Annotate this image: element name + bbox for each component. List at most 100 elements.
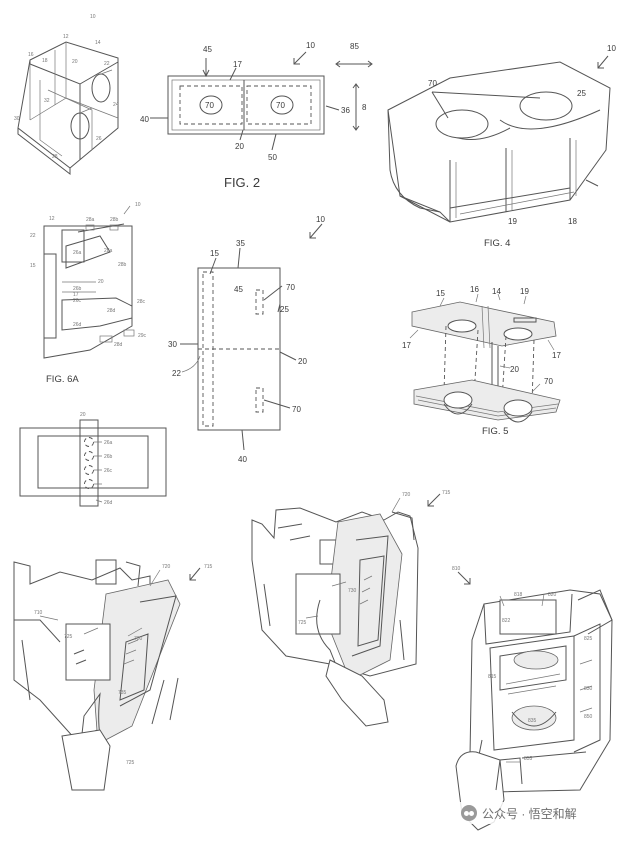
- fig6b-front-panel: 20 26a 26b 26c 26d: [19, 412, 167, 507]
- fig6a-ref-26c: 26c: [73, 298, 82, 304]
- fig4-caption: FIG. 4: [484, 238, 510, 249]
- fig6b-ref-26c: 26c: [104, 468, 113, 474]
- fig2-ref-40: 40: [140, 115, 149, 124]
- fig2-ref-70b: 70: [276, 101, 285, 110]
- fig6a-ref-28b: 28b: [118, 262, 127, 268]
- fig3-ref-22: 22: [172, 369, 181, 378]
- fig8-ref-815: 815: [488, 674, 497, 680]
- fig3-ref-70a: 70: [286, 283, 295, 292]
- fig5-ref-19: 19: [520, 287, 529, 296]
- fig6a-ref-22: 22: [30, 233, 36, 239]
- fig1-ref: 16: [28, 52, 34, 58]
- fig1-isometric-viewer: 10 12 14 16 18 20 22 24 26 28 30 32: [14, 14, 119, 176]
- fig8-ref-855: 855: [524, 756, 533, 762]
- fig5-ref-17b: 17: [552, 351, 561, 360]
- fig3-ref-40: 40: [238, 455, 247, 464]
- fig1-ref: 18: [42, 58, 48, 64]
- fig7a-ref-725b: 725: [126, 760, 135, 766]
- fig6a-ref-15: 15: [30, 263, 36, 269]
- fig7a-ref-725a: 725: [64, 634, 73, 640]
- fig6a-ref-17: 17: [73, 292, 79, 298]
- fig7b-ref-725: 725: [298, 620, 307, 626]
- fig3-ref-10: 10: [316, 215, 325, 224]
- fig5-ref-70: 70: [544, 377, 553, 386]
- watermark-text: 公众号 · 悟空和解: [482, 806, 577, 821]
- fig7b-ref-715: 715: [442, 490, 451, 496]
- fig8-ref-830: 830: [584, 686, 593, 692]
- fig3-ref-20: 20: [298, 357, 307, 366]
- fig7b-ref-730: 730: [348, 588, 357, 594]
- fig6a-ref-28d: 28d: [107, 308, 116, 314]
- fig3-ref-30: 30: [168, 340, 177, 349]
- fig4-ref-19: 19: [508, 217, 517, 226]
- fig5-ref-20: 20: [510, 365, 519, 374]
- fig8-ref-822: 822: [502, 618, 511, 624]
- fig1-ref: 26: [96, 136, 102, 142]
- fig1-ref: 28: [52, 154, 58, 160]
- fig8-assembled-box: 810 818 820 822 825 815 830 835 850 855: [452, 566, 613, 831]
- fig1-ref: 20: [72, 59, 78, 65]
- fig3-flat-blank: 10 15 35 45 70 25 30 20 22 70 40: [168, 215, 325, 464]
- fig8-ref-810: 810: [452, 566, 461, 572]
- fig1-ref: 14: [95, 40, 101, 46]
- fig7a-ref-720: 720: [162, 564, 171, 570]
- fig1-ref: 22: [104, 61, 110, 67]
- fig1-ref: 10: [90, 14, 96, 20]
- fig2-ref-85: 85: [350, 42, 359, 51]
- fig5-ref-14: 14: [492, 287, 501, 296]
- fig4-ref-18: 18: [568, 217, 577, 226]
- fig4-ref-25: 25: [577, 89, 586, 98]
- fig3-ref-45: 45: [234, 285, 243, 294]
- fig6a-ref-10: 10: [135, 202, 141, 208]
- fig2-ref-8: 8: [362, 103, 367, 112]
- fig8-ref-850: 850: [584, 714, 593, 720]
- fig5-ref-16: 16: [470, 285, 479, 294]
- fig6b-ref-20: 20: [80, 412, 86, 418]
- fig6a-ref-26b: 26b: [73, 286, 82, 292]
- fig6a-ref-28b-top: 28b: [110, 217, 119, 223]
- fig2-ref-20: 20: [235, 142, 244, 151]
- fig2-caption: FIG. 2: [224, 175, 260, 190]
- fig2-ref-17: 17: [233, 60, 242, 69]
- fig2-ref-10: 10: [306, 41, 315, 50]
- fig3-ref-15: 15: [210, 249, 219, 258]
- fig4-ref-10: 10: [607, 44, 616, 53]
- wechat-icon: [461, 805, 477, 821]
- fig7b-ref-720: 720: [402, 492, 411, 498]
- fig8-ref-820: 820: [548, 592, 557, 598]
- fig5-exploded-assembly: 15 16 14 19 17 17 20 70 FIG. 5: [402, 285, 561, 437]
- fig8-ref-818: 818: [514, 592, 523, 598]
- wechat-watermark: 公众号 · 悟空和解: [457, 802, 581, 824]
- fig6a-ref-12: 12: [49, 216, 55, 222]
- fig6a-ref-26a: 26a: [73, 250, 82, 256]
- fig1-ref: 32: [44, 98, 50, 104]
- fig8-ref-825: 825: [584, 636, 593, 642]
- fig6a-ref-28a: 28a: [86, 217, 95, 223]
- fig7a-ref-715: 715: [204, 564, 213, 570]
- fig5-caption: FIG. 5: [482, 426, 508, 437]
- fig6a-ref-28a-inner: 28a: [104, 248, 113, 254]
- fig1-ref: 30: [14, 116, 20, 122]
- fig5-ref-17a: 17: [402, 341, 411, 350]
- fig8-ref-835: 835: [528, 718, 537, 724]
- fig6a-side-view: 10 12 22 28a 28b 28a 28b 28c 28d 26a 26b…: [30, 202, 147, 385]
- fig6b-ref-26b: 26b: [104, 454, 113, 460]
- fig7a-folding-sequence: 720 715 710 725 730 735 725: [13, 559, 213, 791]
- fig2-ref-45: 45: [203, 45, 212, 54]
- fig6a-ref-29c: 29c: [138, 333, 147, 339]
- fig6a-ref-28d-bottom: 28d: [114, 342, 123, 348]
- fig7a-ref-710: 710: [34, 610, 43, 616]
- fig6b-ref-26d: 26d: [104, 500, 113, 506]
- fig7a-ref-730: 730: [134, 636, 143, 642]
- fig7a-ref-735: 735: [118, 690, 127, 696]
- fig5-ref-15: 15: [436, 289, 445, 298]
- fig3-ref-25: 25: [280, 305, 289, 314]
- fig4-assembled-viewer: 10 70 25 19 18 FIG. 4: [387, 44, 616, 249]
- fig1-ref: 24: [113, 102, 119, 108]
- fig6a-ref-26d: 26d: [73, 322, 82, 328]
- fig2-ref-36: 36: [341, 106, 350, 115]
- fig7b-folding-sequence: 720 715 730 725: [251, 490, 451, 727]
- fig2-ref-70a: 70: [205, 101, 214, 110]
